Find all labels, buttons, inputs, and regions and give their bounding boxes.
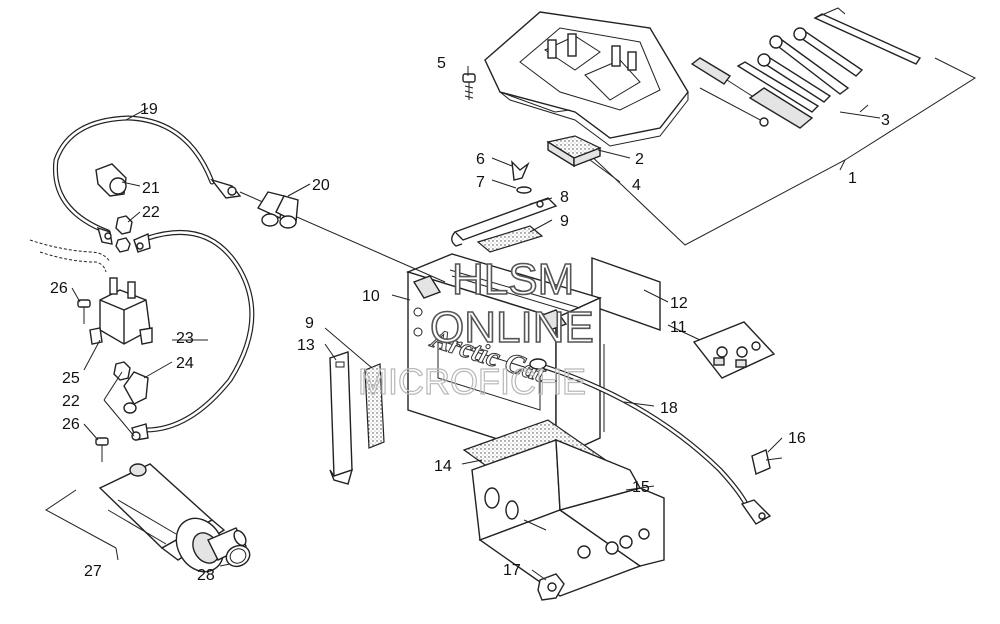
callout-25: 25: [62, 370, 80, 387]
callout-12: 12: [670, 295, 688, 312]
callout-7: 7: [476, 174, 485, 191]
callout-22-lower: 22: [62, 393, 80, 410]
battery: Arctic Cat: [405, 253, 602, 460]
battery-hold-strap: [451, 197, 558, 247]
callout-15: 15: [632, 479, 650, 496]
terminal-boot-lower: [123, 371, 149, 414]
callout-5: 5: [437, 55, 446, 72]
tray-screw: [462, 73, 476, 100]
battery-side-foam: [364, 363, 385, 449]
battery-box: [471, 344, 665, 597]
callout-8: 8: [560, 189, 569, 206]
starter-solenoid: [89, 277, 153, 345]
ground-cable: [529, 358, 772, 525]
battery-terminal-kit: [692, 321, 776, 379]
box-bolt: [751, 449, 783, 475]
starter-group-outline: [45, 489, 119, 561]
terminal-nut-lower: [113, 361, 131, 381]
watermark-line-2: ONLINE: [430, 303, 594, 352]
callout-9-side-foam: 9: [305, 315, 314, 332]
callout-9-strap-foam: 9: [560, 213, 569, 230]
tools: [690, 7, 922, 129]
callout-26-lower: 26: [62, 416, 80, 433]
callout-14: 14: [434, 458, 452, 475]
watermark-line-1: HLSM: [452, 255, 574, 304]
callout-23: 23: [176, 330, 194, 347]
watermark-line-3: MICROFICHE: [358, 361, 586, 402]
callout-6: 6: [476, 151, 485, 168]
terminal-boot-pair: [256, 191, 299, 229]
callout-21: 21: [142, 180, 160, 197]
callout-24: 24: [176, 355, 194, 372]
callout-16: 16: [788, 430, 806, 447]
callout-11: 11: [670, 319, 687, 336]
flange-nut: [537, 573, 565, 601]
solenoid-screw: [77, 299, 91, 324]
tool-tray: [484, 11, 689, 147]
terminal-boot-red: [95, 163, 127, 197]
callout-2: 2: [635, 151, 644, 168]
callout-19: 19: [140, 101, 158, 118]
callout-18: 18: [660, 400, 678, 417]
o-ring: [225, 544, 251, 568]
starter-motor: [98, 463, 247, 573]
callout-26-top: 26: [50, 280, 68, 297]
callouts: 1 2 3 4 5 6 7 8 9 9 10 11 12 13 14 15 16…: [50, 55, 890, 584]
wing-nut: [511, 160, 532, 194]
callout-1: 1: [848, 170, 857, 187]
leader-lines: [71, 66, 881, 581]
strap-foam-pad: [476, 225, 544, 253]
tool-kit-foam: [546, 135, 602, 168]
callout-27: 27: [84, 563, 102, 580]
callout-22-top: 22: [142, 204, 160, 221]
tool-kit-group-outline: [584, 57, 977, 246]
callout-17: 17: [503, 562, 521, 579]
positive-cable: [52, 115, 446, 283]
terminal-nuts-top: [115, 215, 133, 253]
callout-4: 4: [632, 177, 641, 194]
callout-13: 13: [297, 337, 315, 354]
battery-strap-vertical: [329, 351, 354, 485]
watermark: HLSM ONLINE MICROFICHE: [357, 254, 594, 402]
solenoid-wires: [29, 239, 111, 273]
callout-28: 28: [197, 567, 215, 584]
starter-cable: [131, 229, 255, 441]
callout-10: 10: [362, 288, 380, 305]
starter-screw: [95, 437, 109, 462]
battery-cover-decal: [591, 257, 661, 331]
callout-3: 3: [881, 112, 890, 129]
callout-20: 20: [312, 177, 330, 194]
